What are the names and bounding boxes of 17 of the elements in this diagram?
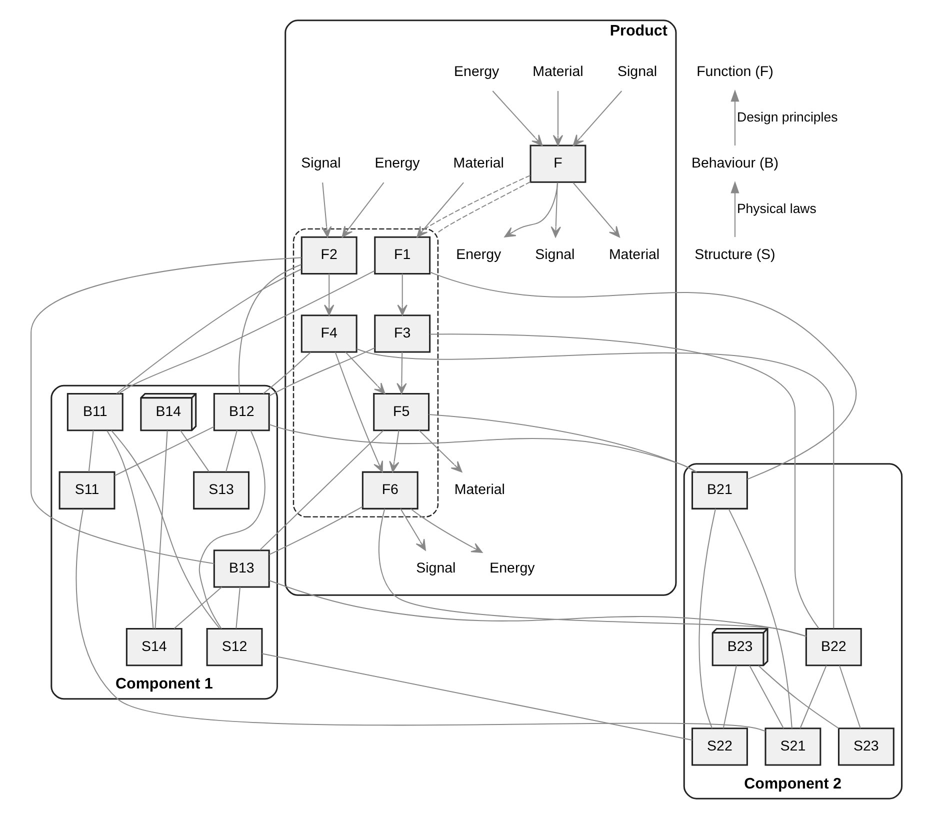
node-text: Signal: [300, 156, 340, 172]
node-text: Structure (S): [694, 247, 775, 264]
edge-label: Physical laws: [736, 201, 816, 216]
node-text: Energy: [374, 156, 420, 172]
node-text: Signal: [617, 64, 657, 80]
node-text: Material: [452, 156, 504, 172]
node-text: Signal: [416, 560, 456, 576]
node-text: Material: [454, 482, 504, 498]
node-text: Function (F): [696, 64, 773, 80]
node-text: Energy: [489, 560, 534, 576]
node-text: Behaviour (B): [690, 156, 778, 172]
node-text: Energy: [456, 247, 501, 264]
node-text: Signal: [534, 247, 574, 264]
edge-label: Design principles: [736, 110, 838, 125]
node-text: Material: [532, 64, 583, 80]
node-text: Energy: [454, 64, 499, 80]
node-text: Material: [608, 247, 660, 264]
